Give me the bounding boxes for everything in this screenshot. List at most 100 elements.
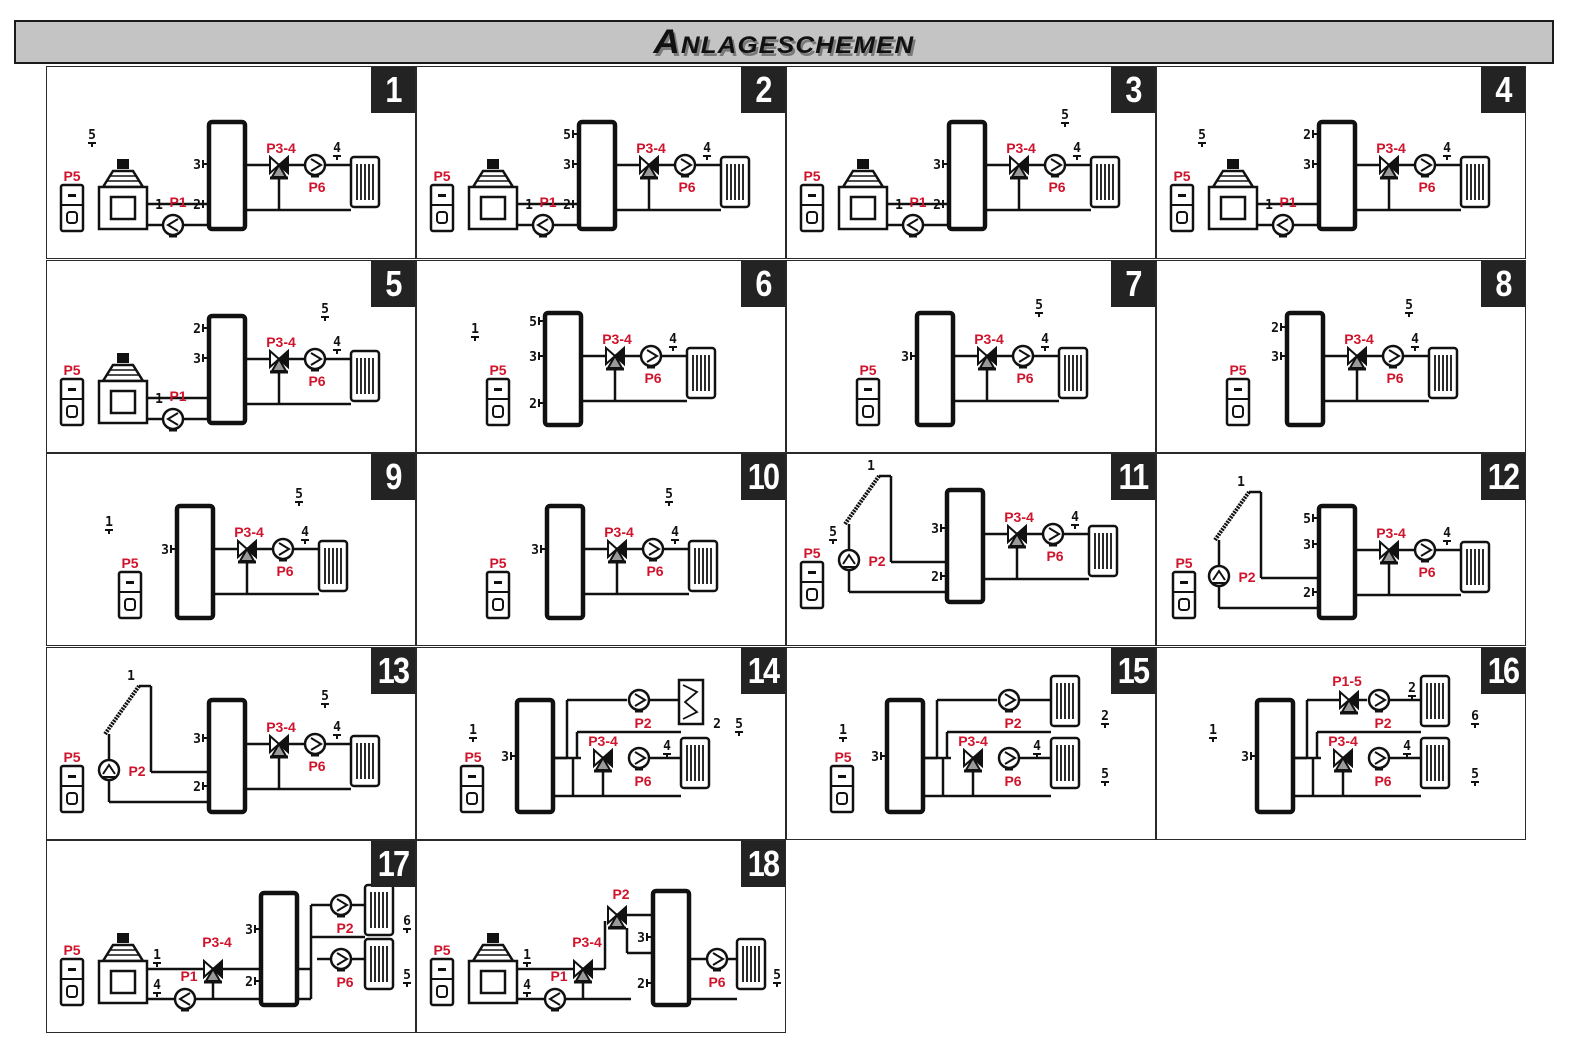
sensor-label: 4	[333, 141, 341, 156]
solar-collector-icon	[1213, 490, 1251, 542]
pump-label: P3-4	[1344, 331, 1374, 347]
scheme-number: 8	[1495, 262, 1512, 304]
sensor-label: 5	[1405, 298, 1413, 313]
buffer-tank-icon	[944, 487, 986, 605]
boiler-icon	[97, 933, 149, 1005]
sensor-label: 1	[105, 515, 113, 530]
sensor-label: 4	[669, 332, 677, 347]
sensor-label: 4	[153, 978, 161, 993]
pump-label: P6	[308, 758, 325, 774]
sensor-label: 2	[713, 717, 721, 732]
pump-label: P3-4	[1376, 140, 1406, 156]
pump-label: P1	[909, 194, 926, 210]
pump-label: P3-4	[602, 331, 632, 347]
sensor-label: 2	[193, 322, 201, 337]
sensor-label: 3	[1303, 158, 1311, 173]
page-title: Anlageschemen	[653, 22, 915, 61]
scheme-number-badge: 1	[371, 67, 415, 113]
pump-icon	[329, 947, 353, 972]
sensor-label: 5	[321, 689, 329, 704]
sensor-label: 1	[1209, 723, 1217, 738]
pump-label: P3-4	[604, 524, 634, 540]
sensor-label: 4	[301, 525, 309, 540]
buffer-tank-icon	[1284, 310, 1326, 427]
pump-label: P2	[1374, 715, 1391, 731]
pump-icon	[303, 153, 327, 178]
radiator-icon	[317, 539, 349, 593]
pump-label: P3-4	[1328, 733, 1358, 749]
controller-icon	[59, 183, 85, 233]
sensor-label: 3	[193, 352, 201, 367]
sensor-label: 5	[829, 525, 837, 540]
pump-label: P5	[63, 749, 80, 765]
scheme-number: 10	[747, 456, 780, 497]
sensor-label: 5	[735, 717, 743, 732]
buffer-tank-icon	[206, 697, 248, 814]
pump-icon	[303, 732, 327, 756]
sensor-label: 5	[529, 315, 537, 330]
scheme-number-badge: 14	[741, 647, 785, 694]
sensor-label: 1	[155, 198, 163, 213]
radiator-icon	[363, 937, 395, 991]
pump-label: P6	[1418, 564, 1435, 580]
radiator-icon	[349, 734, 381, 787]
controller-icon	[429, 183, 455, 233]
scheme-number-badge: 9	[371, 454, 415, 500]
pump-label: P3-4	[958, 733, 988, 749]
scheme-number: 6	[755, 262, 772, 304]
title-bar: Anlageschemen	[14, 20, 1554, 64]
pump-label: P3-4	[234, 524, 264, 540]
sensor-label: 4	[1041, 332, 1049, 347]
sensor-label: 3	[871, 750, 879, 765]
pump-label: P5	[1229, 362, 1246, 378]
mixing-valve-icon	[977, 345, 997, 370]
sensor-label: 2	[931, 570, 939, 585]
scheme-number-badge: 4	[1481, 67, 1525, 113]
pump-label: P5	[121, 555, 138, 571]
sensor-label: 6	[403, 914, 411, 929]
scheme-number: 14	[747, 649, 780, 691]
sensor-label: 4	[1033, 739, 1041, 754]
sensor-label: 4	[523, 978, 531, 993]
pump-label: P2	[868, 553, 885, 569]
scheme-number: 12	[1487, 456, 1520, 497]
sensor-label: 5	[1061, 108, 1069, 123]
pump-icon	[997, 746, 1021, 770]
scheme-number-badge: 15	[1111, 647, 1155, 694]
heat-exchanger-icon	[677, 678, 705, 725]
buffer-tank-icon	[576, 119, 618, 232]
pump-label: P3-4	[1376, 525, 1406, 541]
radiator-icon	[685, 346, 717, 399]
radiator-icon	[1419, 674, 1451, 727]
sensor-label: 1	[155, 392, 163, 407]
scheme-number: 18	[747, 843, 780, 884]
pump-label: P3-4	[974, 331, 1004, 347]
pump-label: P2	[336, 920, 353, 936]
pump-label: P5	[489, 362, 506, 378]
pump-icon	[673, 153, 697, 178]
controller-icon	[799, 560, 825, 610]
scheme-number-badge: 5	[371, 260, 415, 307]
controller-icon	[485, 377, 511, 426]
pump-label: P1	[169, 194, 186, 210]
pump-label: P5	[63, 942, 80, 958]
sensor-label: 2	[529, 397, 537, 412]
mixing-valve-icon	[1379, 539, 1399, 565]
sensor-label: 4	[1073, 141, 1081, 156]
sensor-label: 3	[529, 350, 537, 365]
